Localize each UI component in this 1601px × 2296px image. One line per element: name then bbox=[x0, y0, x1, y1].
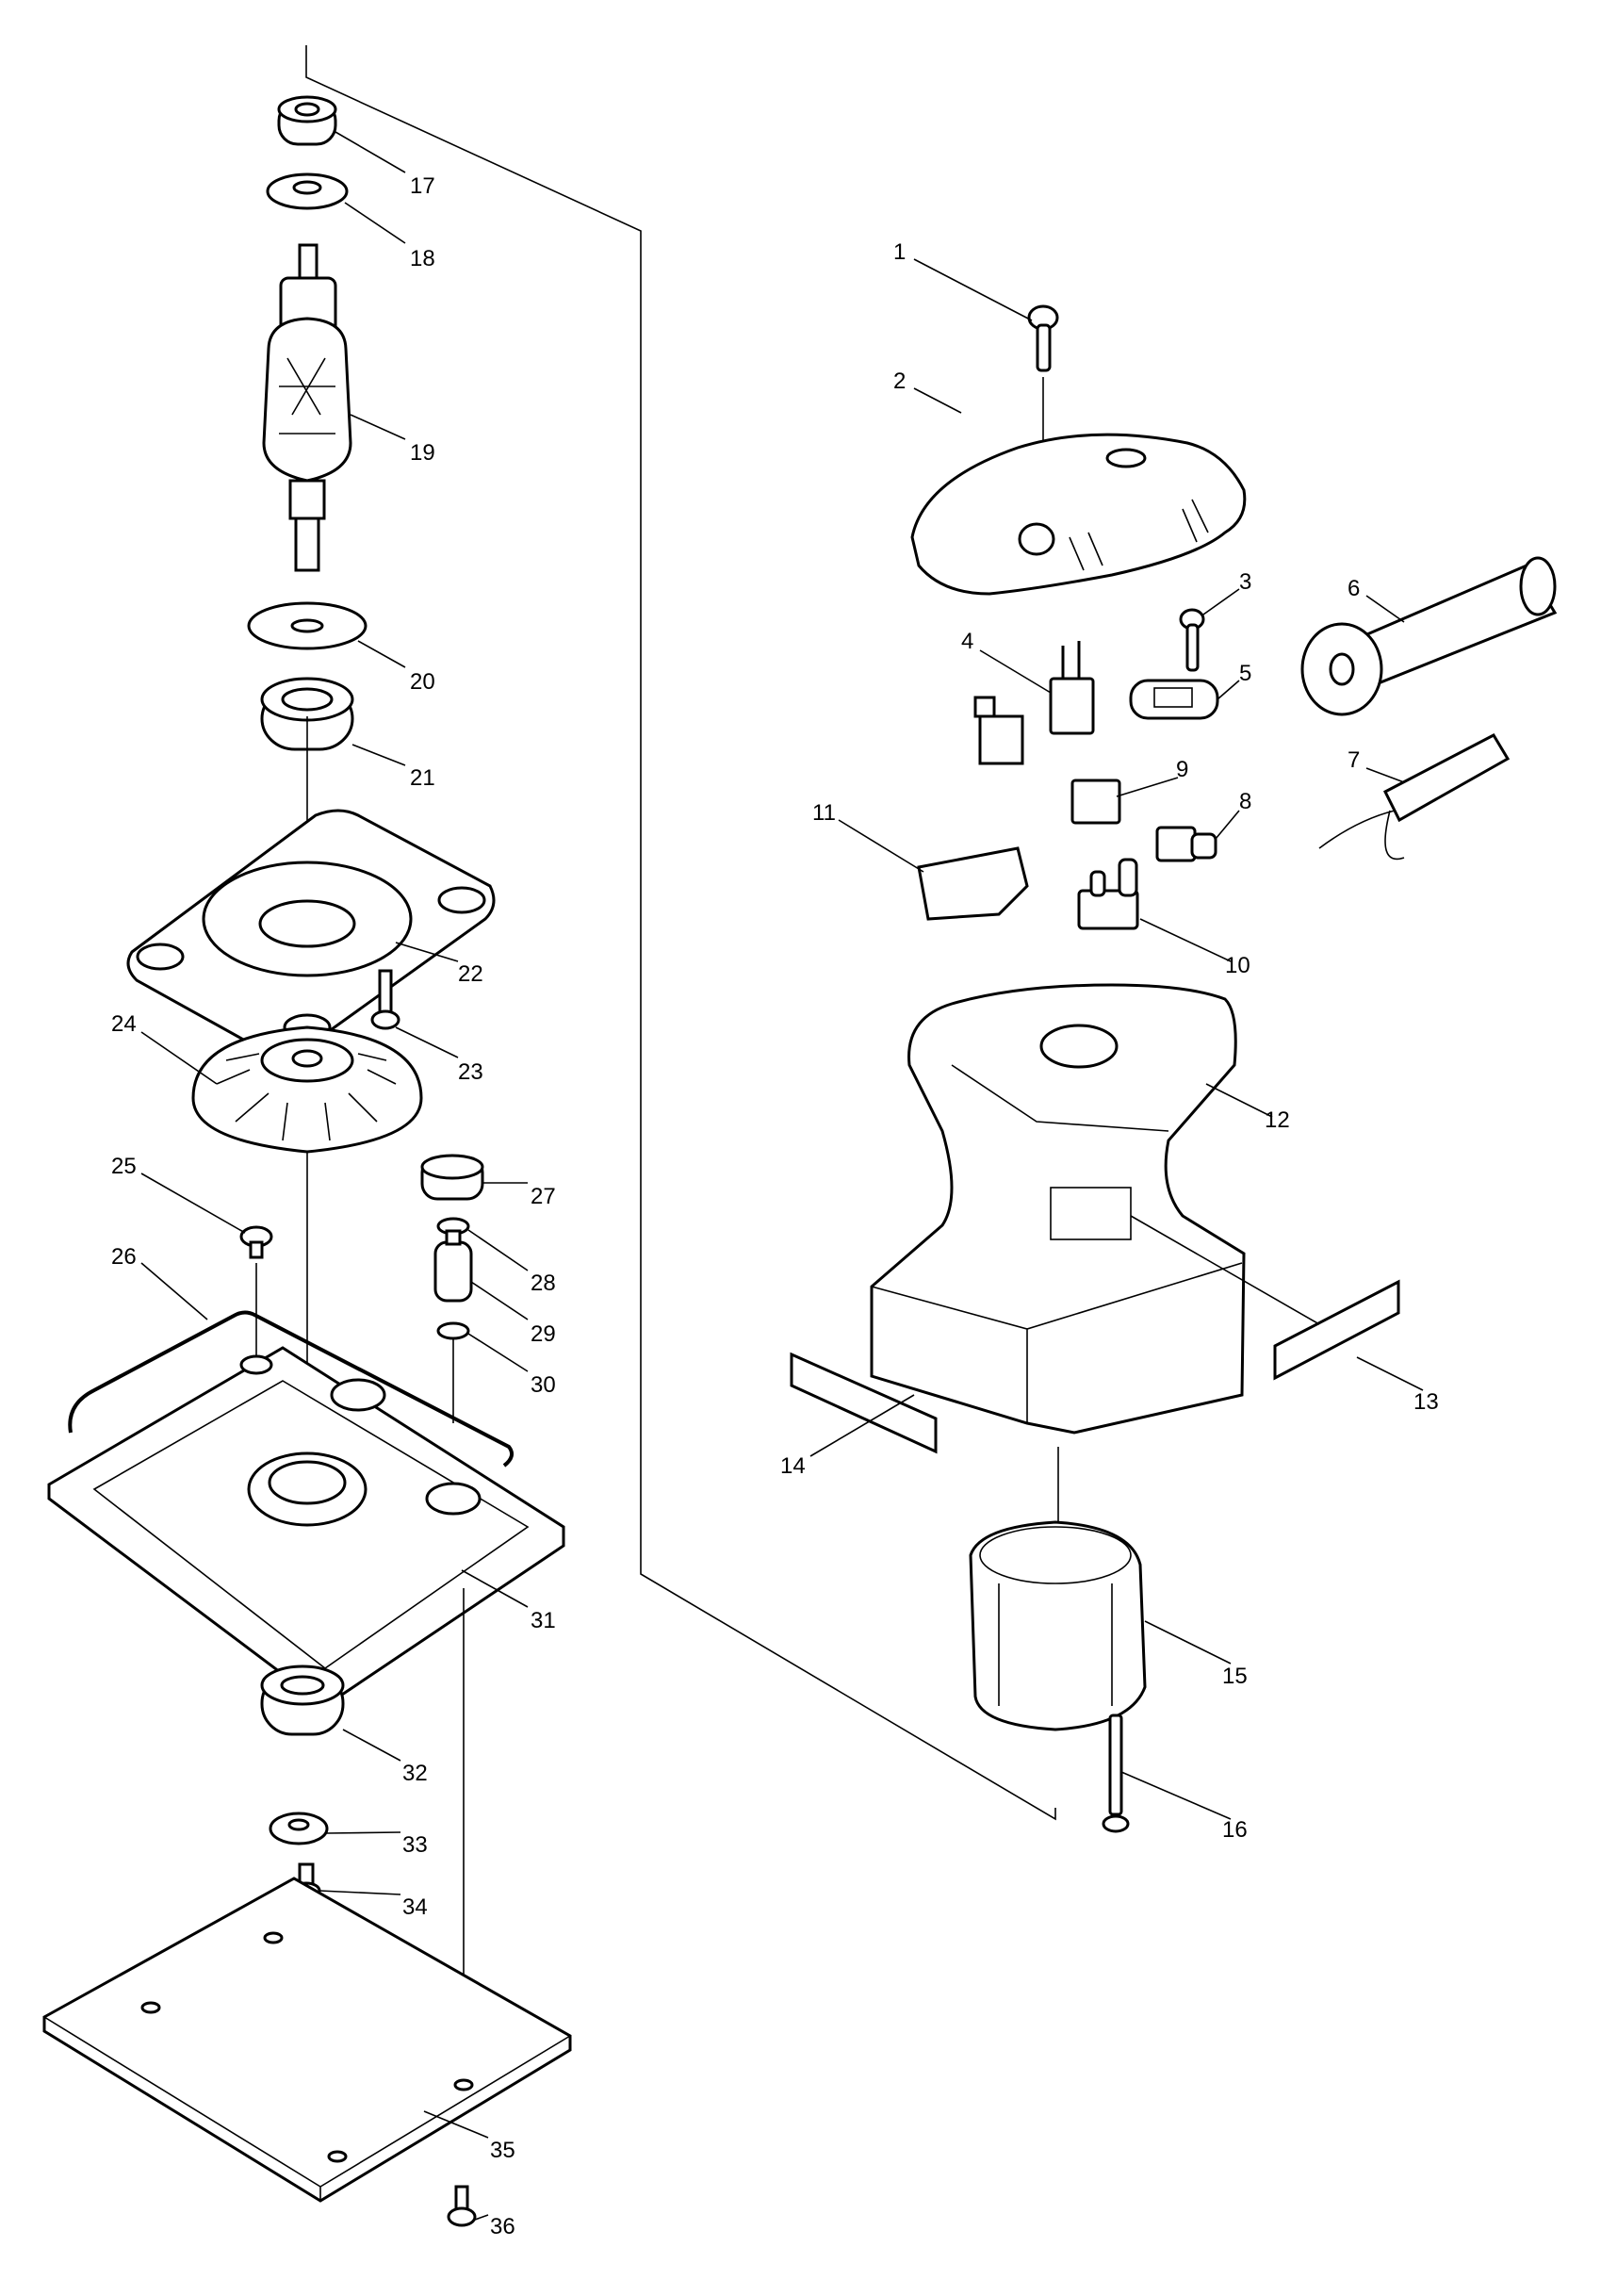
callout-20: 20 bbox=[410, 669, 435, 695]
part-36-screw bbox=[447, 2185, 477, 2227]
callout-3: 3 bbox=[1239, 569, 1251, 595]
part-18-retainer bbox=[266, 172, 349, 210]
part-20-washer bbox=[247, 601, 368, 650]
callout-29: 29 bbox=[531, 1321, 556, 1347]
part-35-pad bbox=[42, 1877, 572, 2203]
part-24-fan bbox=[191, 1025, 423, 1154]
callout-14: 14 bbox=[780, 1453, 806, 1479]
part-5-cord-clamp bbox=[1129, 679, 1219, 720]
part-16-screw bbox=[1102, 1714, 1130, 1833]
part-12-motor-housing bbox=[870, 983, 1246, 1435]
callout-18: 18 bbox=[410, 246, 435, 271]
callout-11: 11 bbox=[812, 800, 836, 826]
assembly-boundary-line bbox=[305, 45, 1056, 1821]
callout-28: 28 bbox=[531, 1271, 556, 1296]
part-4-noise-suppressor bbox=[1049, 641, 1095, 735]
callout-27: 27 bbox=[531, 1184, 556, 1209]
part-6-cord-guard bbox=[1300, 556, 1558, 716]
callout-22: 22 bbox=[458, 961, 483, 987]
callout-33: 33 bbox=[402, 1832, 428, 1858]
part-terminal-connector bbox=[973, 696, 1024, 765]
part-26-clamp-lever bbox=[68, 1310, 515, 1468]
callout-26: 26 bbox=[111, 1244, 137, 1270]
part-19-armature bbox=[262, 243, 352, 572]
callout-36: 36 bbox=[490, 2214, 515, 2239]
callout-6: 6 bbox=[1348, 576, 1360, 601]
callout-12: 12 bbox=[1265, 1107, 1290, 1133]
part-14-label bbox=[790, 1352, 938, 1454]
callout-30: 30 bbox=[531, 1372, 556, 1398]
part-32-bearing bbox=[260, 1665, 345, 1736]
callout-34: 34 bbox=[402, 1894, 428, 1920]
part-8-brush-holder bbox=[1155, 826, 1217, 862]
callout-31: 31 bbox=[531, 1608, 556, 1633]
part-3-screw bbox=[1179, 608, 1205, 672]
callout-35: 35 bbox=[490, 2138, 515, 2163]
part-25-screw bbox=[239, 1225, 273, 1259]
part-33-washer bbox=[269, 1812, 329, 1845]
callout-21: 21 bbox=[410, 765, 435, 791]
part-9-brush bbox=[1070, 779, 1121, 825]
part-31-base-plate bbox=[47, 1346, 565, 1708]
part-30-o-ring bbox=[436, 1321, 470, 1340]
callout-4: 4 bbox=[961, 629, 973, 654]
callout-17: 17 bbox=[410, 173, 435, 199]
callout-7: 7 bbox=[1348, 747, 1360, 773]
callout-1: 1 bbox=[893, 239, 906, 265]
part-11-switch bbox=[917, 846, 1029, 921]
part-27-rubber-pin bbox=[420, 1154, 484, 1201]
part-13-label bbox=[1273, 1279, 1400, 1381]
part-7-cord bbox=[1318, 733, 1511, 861]
part-22-bearing-box bbox=[126, 809, 496, 1058]
callout-16: 16 bbox=[1222, 1817, 1248, 1843]
callout-19: 19 bbox=[410, 440, 435, 466]
callout-5: 5 bbox=[1239, 661, 1251, 686]
callout-13: 13 bbox=[1413, 1389, 1439, 1415]
callout-23: 23 bbox=[458, 1059, 483, 1085]
part-29-rubber-pin bbox=[433, 1229, 473, 1303]
part-15-field bbox=[969, 1520, 1147, 1731]
callout-32: 32 bbox=[402, 1761, 428, 1786]
leader-lines bbox=[140, 131, 1424, 2221]
part-1-screw bbox=[1027, 304, 1059, 372]
callout-25: 25 bbox=[111, 1154, 137, 1179]
part-10-terminal bbox=[1077, 858, 1139, 930]
callout-2: 2 bbox=[893, 369, 906, 394]
callout-9: 9 bbox=[1176, 757, 1188, 782]
callout-10: 10 bbox=[1225, 953, 1250, 978]
part-2-top-cover bbox=[910, 433, 1247, 596]
part-23-screw bbox=[370, 969, 400, 1030]
callout-15: 15 bbox=[1222, 1664, 1248, 1689]
part-17-bearing bbox=[277, 95, 337, 146]
callout-24: 24 bbox=[111, 1011, 137, 1037]
callout-8: 8 bbox=[1239, 789, 1251, 814]
